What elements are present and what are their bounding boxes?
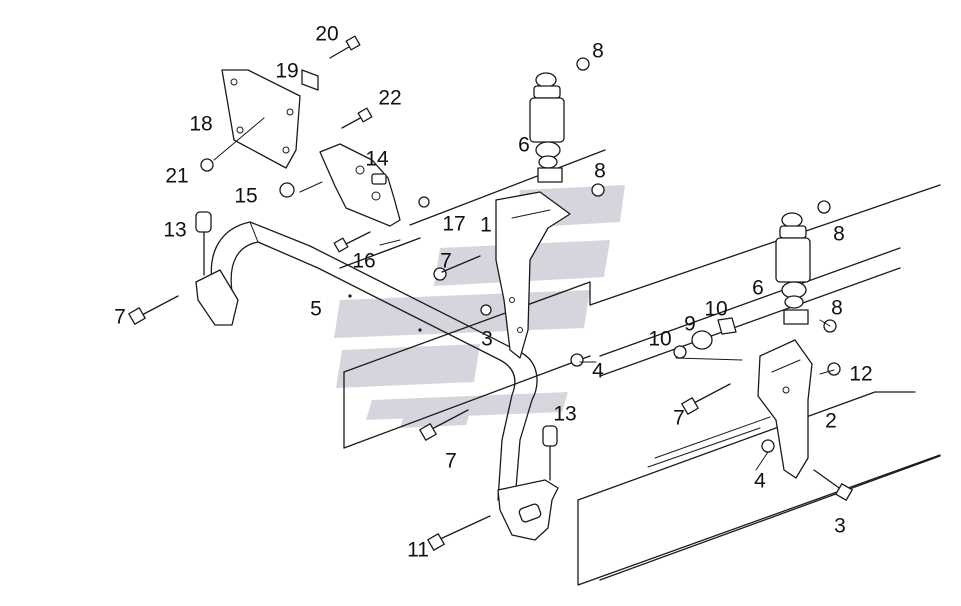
bracket-part-1 — [495, 191, 571, 359]
shock-absorber-part-6-left — [529, 72, 565, 183]
callout-label-8: 8 — [833, 223, 845, 246]
leader-lines — [213, 117, 835, 471]
pad-part-13-left — [195, 211, 239, 326]
pad-part-13-right — [542, 425, 558, 481]
callout-label-3: 3 — [834, 515, 846, 538]
callout-label-12: 12 — [849, 363, 872, 386]
fasteners — [200, 57, 841, 453]
callout-label-17: 17 — [442, 213, 465, 236]
bracket-part-2 — [757, 339, 813, 479]
callout-label-7: 7 — [673, 407, 685, 430]
callout-label-3: 3 — [481, 328, 493, 351]
cross-tube-part-5 — [210, 221, 538, 501]
callout-label-10: 10 — [704, 298, 727, 321]
frame-rail-upper — [339, 149, 941, 449]
callout-label-7: 7 — [114, 306, 126, 329]
callout-label-13: 13 — [553, 403, 576, 426]
callout-label-18: 18 — [189, 113, 212, 136]
bracket-part-14 — [319, 143, 401, 227]
callout-label-7: 7 — [440, 250, 452, 273]
callout-label-8: 8 — [594, 160, 606, 183]
callout-label-4: 4 — [754, 470, 766, 493]
callout-label-2: 2 — [825, 410, 837, 433]
callout-label-22: 22 — [378, 87, 401, 110]
callout-label-10: 10 — [648, 328, 671, 351]
plate-part-18 — [221, 69, 301, 169]
callout-label-4: 4 — [592, 360, 604, 383]
callout-label-5: 5 — [310, 298, 322, 321]
callout-label-11: 11 — [407, 539, 429, 562]
callout-label-15: 15 — [234, 185, 257, 208]
shock-absorber-part-6-right — [775, 212, 811, 325]
bracket-part-11 — [497, 479, 559, 541]
callout-label-16: 16 — [352, 250, 375, 273]
callout-label-13: 13 — [163, 219, 186, 242]
callout-label-19: 19 — [275, 60, 298, 83]
callout-label-6: 6 — [752, 277, 764, 300]
callout-label-7: 7 — [445, 450, 457, 473]
callout-label-1: 1 — [480, 214, 492, 237]
callout-label-21: 21 — [165, 165, 188, 188]
callout-label-9: 9 — [684, 313, 696, 336]
callout-label-8: 8 — [831, 297, 843, 320]
callout-label-6: 6 — [518, 134, 530, 157]
bolts — [128, 35, 853, 551]
callout-label-8: 8 — [592, 40, 604, 63]
frame-rail-lower — [577, 391, 941, 586]
callout-label-14: 14 — [365, 148, 389, 171]
callout-label-20: 20 — [315, 23, 338, 46]
